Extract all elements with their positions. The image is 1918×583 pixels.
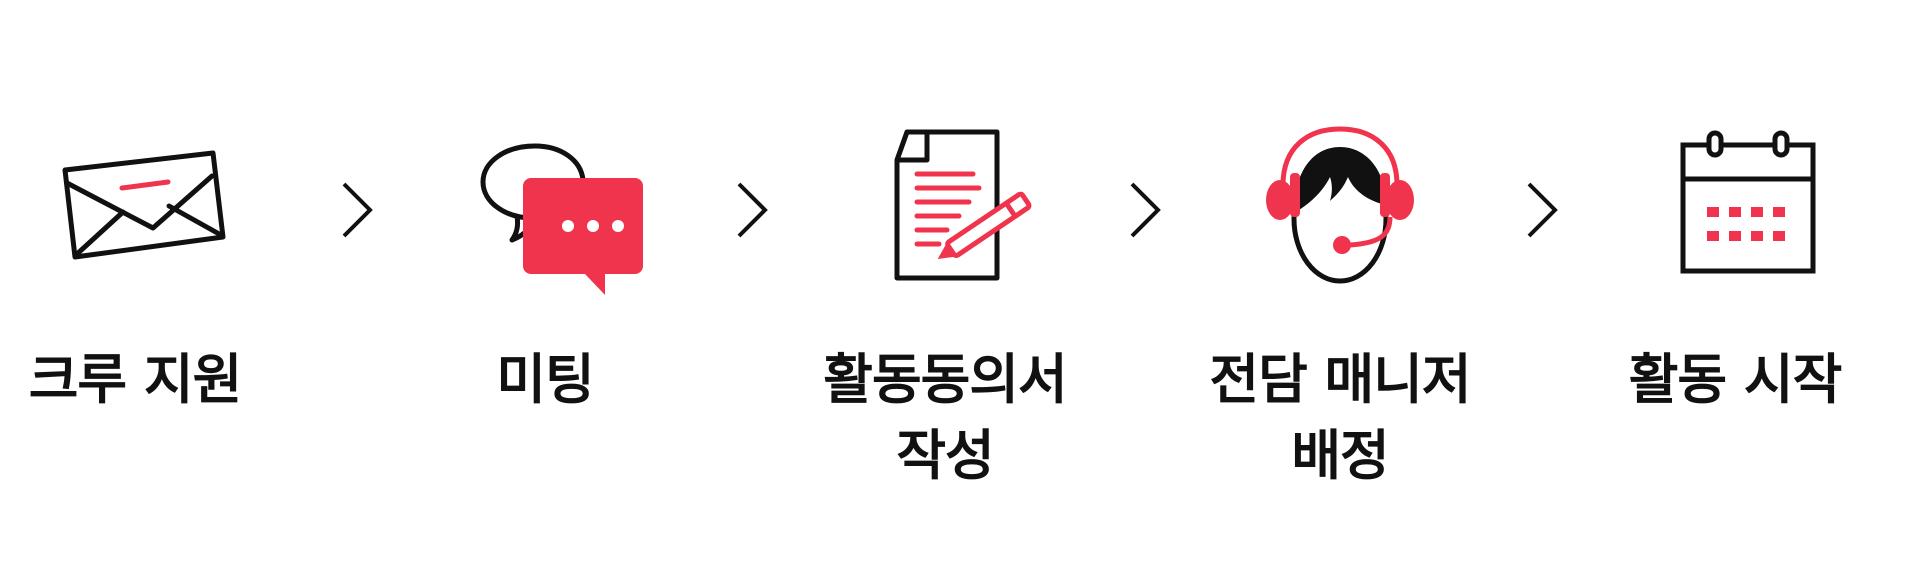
step-label: 활동동의서 작성: [823, 348, 1067, 487]
step-meeting: 미팅: [415, 120, 675, 418]
step-activity-start: 활동 시작: [1605, 120, 1865, 418]
headset-agent-icon: [1250, 120, 1430, 300]
step-dedicated-manager: 전담 매니저 배정: [1209, 120, 1472, 494]
chevron-right-icon: [342, 182, 373, 238]
step-crew-application: 크루 지원: [5, 120, 265, 418]
step-label: 미팅: [496, 348, 594, 411]
step-label: 전담 매니저 배정: [1209, 348, 1471, 487]
step-label: 활동 시작: [1628, 348, 1843, 411]
envelope-icon: [45, 120, 226, 300]
calendar-icon: [1645, 120, 1825, 300]
document-pen-icon: [855, 120, 1035, 300]
chevron-right-icon: [1130, 182, 1161, 238]
step-label: 크루 지원: [28, 348, 243, 411]
chevron-right-icon: [737, 182, 768, 238]
step-consent-form: 활동동의서 작성: [815, 120, 1075, 494]
chat-bubbles-icon: [455, 120, 643, 300]
chevron-right-icon: [1527, 182, 1558, 238]
